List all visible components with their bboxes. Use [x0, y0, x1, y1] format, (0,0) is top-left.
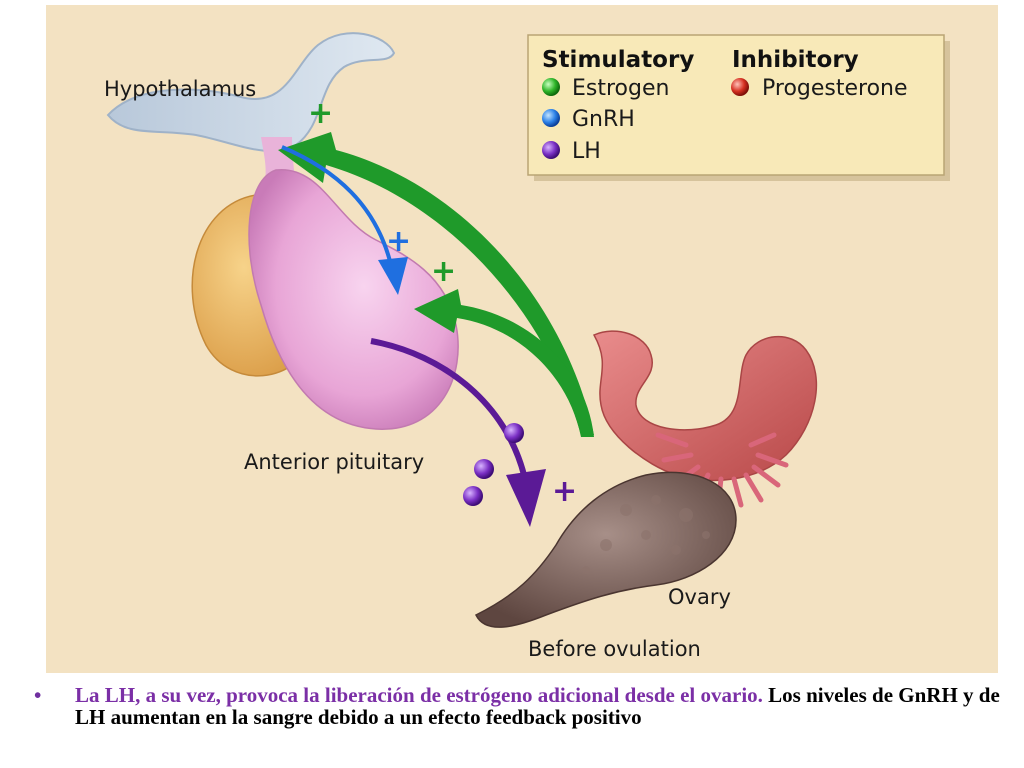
legend-item-estrogen: Estrogen: [572, 76, 669, 101]
caption: • La LH, a su vez, provoca la liberación…: [34, 684, 1014, 728]
lh-molecule: [463, 486, 483, 506]
label-ovary: Ovary: [668, 585, 731, 609]
lh-molecule: [504, 423, 524, 443]
legend-heading-inhibitory: Inhibitory: [732, 47, 859, 73]
lh-swatch: [542, 141, 560, 159]
lh-arrow: [370, 338, 527, 476]
plus-sign-lh: +: [552, 474, 577, 509]
caption-rest: Los niveles de GnRH y de LH aumentan en …: [75, 683, 1000, 729]
gnrh-arrow: [281, 145, 393, 266]
estrogen-swatch: [542, 78, 560, 96]
ovary-texture: [582, 495, 710, 574]
lh-arrowhead: [506, 469, 546, 527]
anterior-pituitary-shape: [248, 169, 459, 430]
plus-sign-hypothalamus: +: [308, 96, 333, 131]
legend-item-progesterone: Progesterone: [762, 76, 908, 101]
lh-molecule: [474, 459, 494, 479]
estrogen-arrow-to-pituitary: [414, 289, 594, 437]
label-anterior-pituitary: Anterior pituitary: [244, 450, 424, 474]
caption-text: La LH, a su vez, provoca la liberación d…: [75, 684, 1014, 728]
hypothalamus-shape: [106, 32, 396, 152]
hormone-feedback-diagram: + + + + Hypothalamus Anterior pituitary …: [46, 5, 998, 673]
plus-sign-estrogen-pituitary: +: [431, 254, 456, 289]
progesterone-swatch: [731, 78, 749, 96]
label-hypothalamus: Hypothalamus: [104, 77, 256, 101]
caption-bullet: •: [34, 683, 42, 707]
legend-item-gnrh: GnRH: [572, 107, 635, 132]
legend-box: [527, 34, 945, 176]
gnrh-swatch: [542, 109, 560, 127]
label-before-ovulation: Before ovulation: [528, 637, 701, 661]
caption-highlight: La LH, a su vez, provoca la liberación d…: [75, 683, 763, 707]
gnrh-arrowhead: [378, 257, 408, 295]
legend-heading-stimulatory: Stimulatory: [542, 47, 694, 73]
plus-sign-gnrh: +: [386, 224, 411, 259]
legend: Stimulatory Inhibitory Estrogen GnRH LH …: [527, 34, 950, 181]
legend-item-lh: LH: [572, 139, 601, 164]
